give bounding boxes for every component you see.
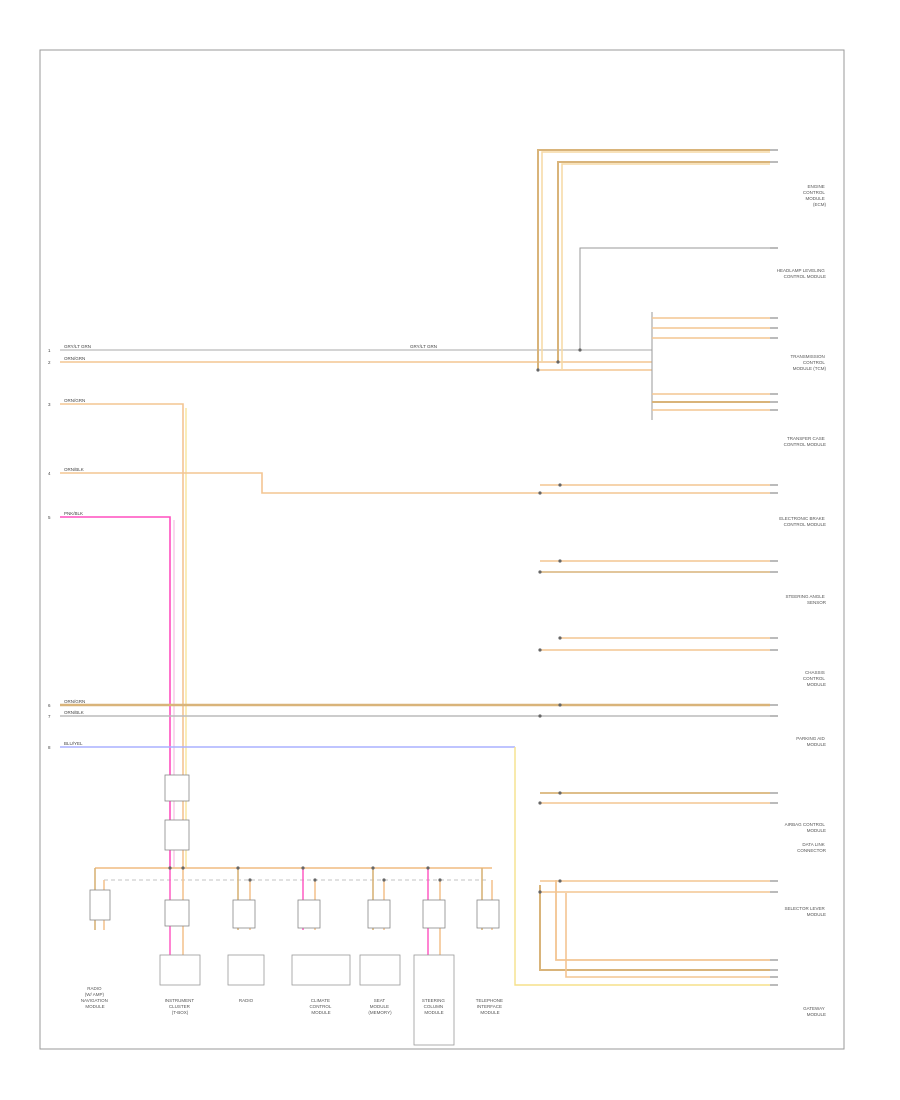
right-connector-stubs	[770, 149, 778, 986]
wire-orn-blk-4	[60, 472, 540, 494]
inline-connectors	[89, 774, 500, 929]
left-wire-4: ORN/BLK	[64, 467, 84, 472]
wire-pnk-blk-5	[60, 516, 171, 868]
left-wire-1: GRY/LT GRN	[64, 344, 91, 349]
label-b2: INSTRUMENT CLUSTER (T-BOX)	[165, 998, 196, 1015]
left-pin-6: 6	[48, 703, 51, 708]
left-pin-1: 1	[48, 348, 51, 353]
label-chassis: CHASSIS CONTROL MODULE	[803, 670, 826, 687]
left-wire-6: ORN/GRN	[64, 699, 85, 704]
label-tcm: TRANSMISSION CONTROL MODULE (TCM)	[790, 354, 826, 371]
wire-bundle-chassis	[540, 637, 770, 651]
wire-orn-grn-3	[60, 403, 184, 868]
left-wire-8: BLU/YEL	[64, 741, 83, 746]
label-gateway: GATEWAY MODULE	[803, 1006, 826, 1017]
left-pin-8: 8	[48, 745, 51, 750]
left-pin-labels: 1 GRY/LT GRN 2 ORN/GRN 3 ORN/GRN 4 ORN/B…	[48, 344, 437, 750]
label-airbag: AIRBAG CONTROL MODULE	[785, 822, 826, 833]
label-selector: SELECTOR LEVER MODULE	[785, 906, 826, 917]
mid-wire-label: GRY/LT GRN	[410, 344, 437, 349]
left-wire-7: ORN/BLK	[64, 710, 84, 715]
label-headlamp: HEADLAMP LEVELING CONTROL MODULE	[777, 268, 826, 279]
wire-bundle-tcm	[651, 312, 770, 420]
wire-bundle-steering	[540, 560, 770, 573]
left-pin-3: 3	[48, 402, 51, 407]
label-b5: SEAT MODULE (MEMORY)	[368, 998, 392, 1015]
left-pin-4: 4	[48, 471, 51, 476]
diagram-frame	[39, 49, 845, 1050]
bottom-module-boxes	[159, 954, 455, 1046]
label-b7: TELEPHONE INTERFACE MODULE	[476, 998, 505, 1015]
label-parking: PARKING AID MODULE	[796, 736, 826, 747]
bottom-module-labels: RADIO (W/ AMP) NAVIGATION MODULE INSTRUM…	[81, 986, 505, 1015]
wire-bundle-ebcm	[540, 484, 770, 494]
left-pin-2: 2	[48, 360, 51, 365]
wire-bundle-gateway	[539, 880, 770, 978]
label-dlc: DATA LINK CONNECTOR	[797, 842, 827, 853]
label-steering: STEERING ANGLE SENSOR	[785, 594, 826, 605]
left-pin-7: 7	[48, 714, 51, 719]
label-b3: RADIO	[239, 998, 254, 1003]
wire-bundle-ecm	[537, 149, 770, 370]
left-wire-3: ORN/GRN	[64, 398, 85, 403]
label-transfer: TRANSFER CASE CONTROL MODULE	[784, 436, 826, 447]
label-b6: STEERING COLUMN MODULE	[422, 998, 446, 1015]
left-wire-5: PNK/BLK	[64, 511, 83, 516]
label-engine: ENGINE CONTROL MODULE (ECM)	[803, 184, 827, 207]
component-labels: ENGINE CONTROL MODULE (ECM) HEADLAMP LEV…	[777, 184, 827, 1017]
label-b4: CLIMATE CONTROL MODULE	[309, 998, 332, 1015]
wire-bundle-airbag	[540, 792, 770, 804]
label-ebcm: ELECTRONIC BRAKE CONTROL MODULE	[779, 516, 826, 527]
label-b1: RADIO (W/ AMP) NAVIGATION MODULE	[81, 986, 109, 1009]
wire-blu-yel-8b	[514, 747, 770, 986]
left-wire-2: ORN/GRN	[64, 356, 85, 361]
splice-points	[168, 348, 582, 894]
left-pin-5: 5	[48, 515, 51, 520]
